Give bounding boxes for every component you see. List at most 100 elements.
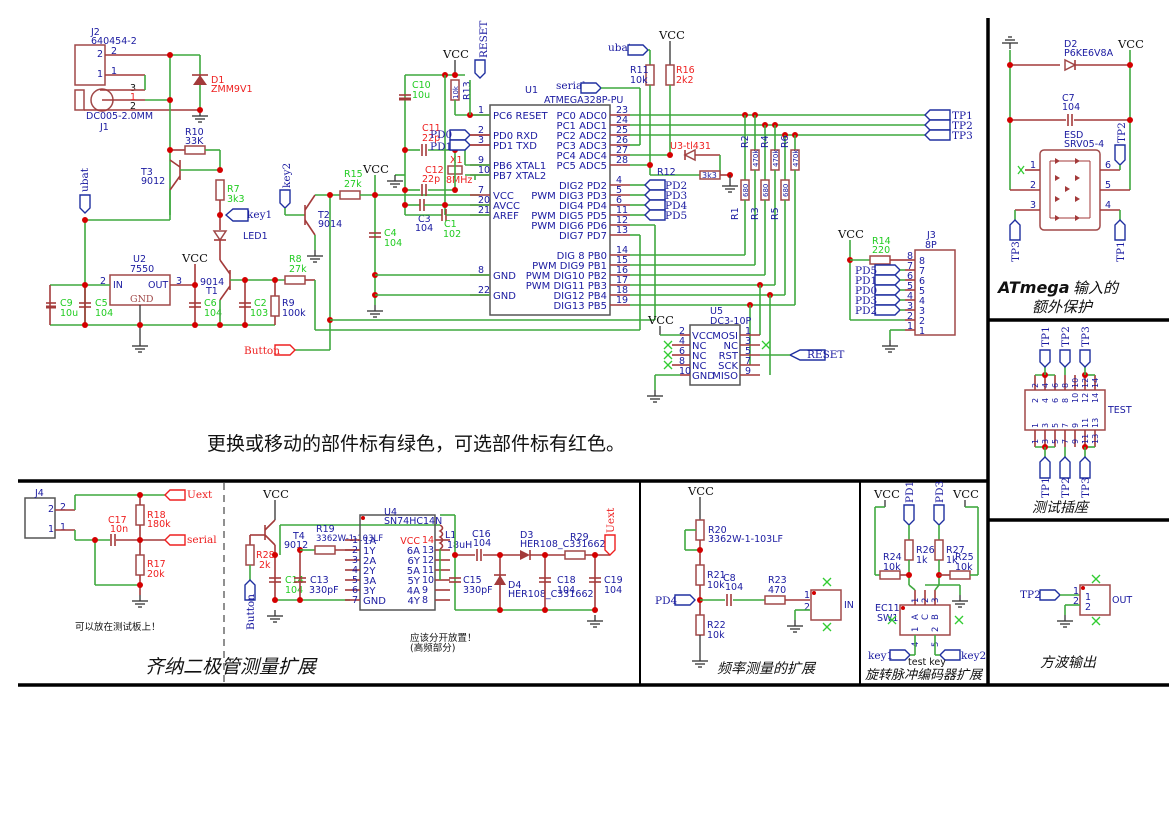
pd1-port-2 xyxy=(903,504,915,526)
svg-text:ESD: ESD xyxy=(1064,130,1083,141)
svg-text:R24: R24 xyxy=(883,552,902,563)
svg-text:TP2: TP2 xyxy=(1060,326,1072,347)
mcu-pin-name: GND xyxy=(493,291,516,302)
isp-pin-number: 10 xyxy=(679,366,691,377)
svg-text:10u: 10u xyxy=(60,308,78,319)
freq-in-connector xyxy=(810,589,842,621)
mcu-pin-number: 11 xyxy=(616,205,628,216)
isp-pin-number: 1 xyxy=(745,326,751,337)
pd4-label: PD4 xyxy=(665,200,687,212)
j3-net-port xyxy=(874,294,901,306)
encoder-pin: 4 xyxy=(911,642,921,647)
svg-text:9012: 9012 xyxy=(284,540,308,551)
svg-text:R16: R16 xyxy=(676,65,695,76)
mcu-pin-number: 7 xyxy=(478,185,484,196)
svg-text:2: 2 xyxy=(97,49,103,60)
button-port xyxy=(274,344,296,356)
mcu-pin-name: PWM DIG5 PD5 xyxy=(531,211,607,222)
ubat-port xyxy=(79,194,91,214)
u4-pin-number: 10 xyxy=(422,575,434,586)
svg-text:ATMEGA328P-PU: ATMEGA328P-PU xyxy=(544,95,623,106)
mcu-pin-name: PD1 TXD xyxy=(493,141,537,152)
encoder-section: VCC R24 10k PD1 R26 1k PD3 R27 1k VCC R2… xyxy=(865,481,986,683)
power-section: J2 640454-2 2 1 2 1 3 1 2 DC005-2.0MM J1… xyxy=(46,27,655,357)
svg-text:C17: C17 xyxy=(108,515,127,526)
svg-text:key2: key2 xyxy=(281,163,293,188)
isp-pin-number: 2 xyxy=(679,326,685,337)
svg-text:ZMM9V1: ZMM9V1 xyxy=(211,84,253,95)
svg-text:2: 2 xyxy=(1030,180,1036,191)
socket-pin: 7 xyxy=(1061,439,1070,444)
R21-resistor xyxy=(695,564,705,586)
svg-text:10k: 10k xyxy=(630,75,648,86)
resistor-value: 680 xyxy=(762,184,770,197)
R10-resistor xyxy=(184,145,206,155)
svg-text:10u: 10u xyxy=(412,90,430,101)
svg-text:X1: X1 xyxy=(450,155,463,166)
svg-text:D3: D3 xyxy=(520,530,533,541)
svg-text:330pF: 330pF xyxy=(309,585,339,596)
R8-resistor xyxy=(284,275,306,285)
svg-text:104: 104 xyxy=(415,223,433,234)
svg-text:TP3: TP3 xyxy=(1010,241,1022,262)
svg-text:key1: key1 xyxy=(868,650,893,662)
reset-port xyxy=(474,59,486,79)
j3-pin-number: 6 xyxy=(907,271,913,282)
socket-pin-inner: 3 xyxy=(1041,423,1050,428)
svg-text:C13: C13 xyxy=(310,575,329,586)
svg-text:5: 5 xyxy=(1105,180,1111,191)
mcu-pin-number: 25 xyxy=(616,125,628,136)
isp-pin-name: NC xyxy=(692,351,706,362)
svg-text:20k: 20k xyxy=(147,569,165,580)
mcu-pin-number: 19 xyxy=(616,295,628,306)
mcu-pin-number: 1 xyxy=(478,105,484,116)
u4-pin-number: 5 xyxy=(352,575,358,586)
svg-text:VCC: VCC xyxy=(658,28,685,42)
U4-hex-inverter xyxy=(359,514,436,611)
u4-pin-name: 3Y xyxy=(363,586,376,597)
svg-text:104: 104 xyxy=(473,538,491,549)
mcu-pin-name: DIG2 PD2 xyxy=(559,181,607,192)
socket-pin: 13 xyxy=(1091,434,1100,444)
resistor-value: 680 xyxy=(782,184,790,197)
isp-pin-number: 9 xyxy=(745,366,751,377)
svg-text:3: 3 xyxy=(1030,200,1036,211)
svg-text:R13: R13 xyxy=(462,81,473,100)
svg-text:PD3: PD3 xyxy=(934,481,946,503)
mcu-pin-name: DIG4 PD4 xyxy=(559,201,607,212)
mcu-pin-name: PC5 ADC5 xyxy=(557,161,607,172)
svg-text:(高频部分): (高频部分) xyxy=(410,642,455,654)
mcu-pin-number: 23 xyxy=(616,105,628,116)
square-out-section: TP2 OUT 1 1 2 2 方波输出 xyxy=(1020,574,1132,671)
tp2-port-out xyxy=(1039,589,1061,601)
svg-text:VCC: VCC xyxy=(362,162,389,176)
mcu-pin-number: 2 xyxy=(478,125,484,136)
svg-text:VCC: VCC xyxy=(442,47,469,61)
j3-pin-number-inner: 6 xyxy=(919,276,925,287)
socket-pin: 1 xyxy=(1031,439,1040,444)
svg-text:齐纳二极管测量扩展: 齐纳二极管测量扩展 xyxy=(145,656,318,678)
svg-text:2: 2 xyxy=(804,602,810,613)
svg-text:VCC: VCC xyxy=(1117,37,1144,51)
svg-text:R15: R15 xyxy=(344,169,363,180)
u4-pin-name: 1A xyxy=(363,536,376,547)
svg-text:103: 103 xyxy=(250,308,268,319)
mcu-pin-number: 16 xyxy=(616,265,628,276)
j3-pin-number: 7 xyxy=(907,261,913,272)
svg-text:旋转脉冲编码器扩展: 旋转脉冲编码器扩展 xyxy=(865,668,984,683)
svg-text:C1: C1 xyxy=(444,219,457,230)
J1-jack xyxy=(74,89,85,111)
svg-text:TP1: TP1 xyxy=(1040,477,1052,498)
svg-text:22p: 22p xyxy=(422,174,440,185)
resistor-ref: R2 xyxy=(740,135,751,148)
pd1-port xyxy=(449,139,471,151)
mcu-pin-name: DIG7 PD7 xyxy=(559,231,607,242)
svg-text:T4: T4 xyxy=(292,531,305,542)
LED1-icon xyxy=(212,230,228,242)
svg-text:PD0: PD0 xyxy=(430,129,452,141)
j3-pin-number-inner: 4 xyxy=(919,296,925,307)
key1-port xyxy=(224,208,249,222)
tp3-port xyxy=(924,129,951,141)
